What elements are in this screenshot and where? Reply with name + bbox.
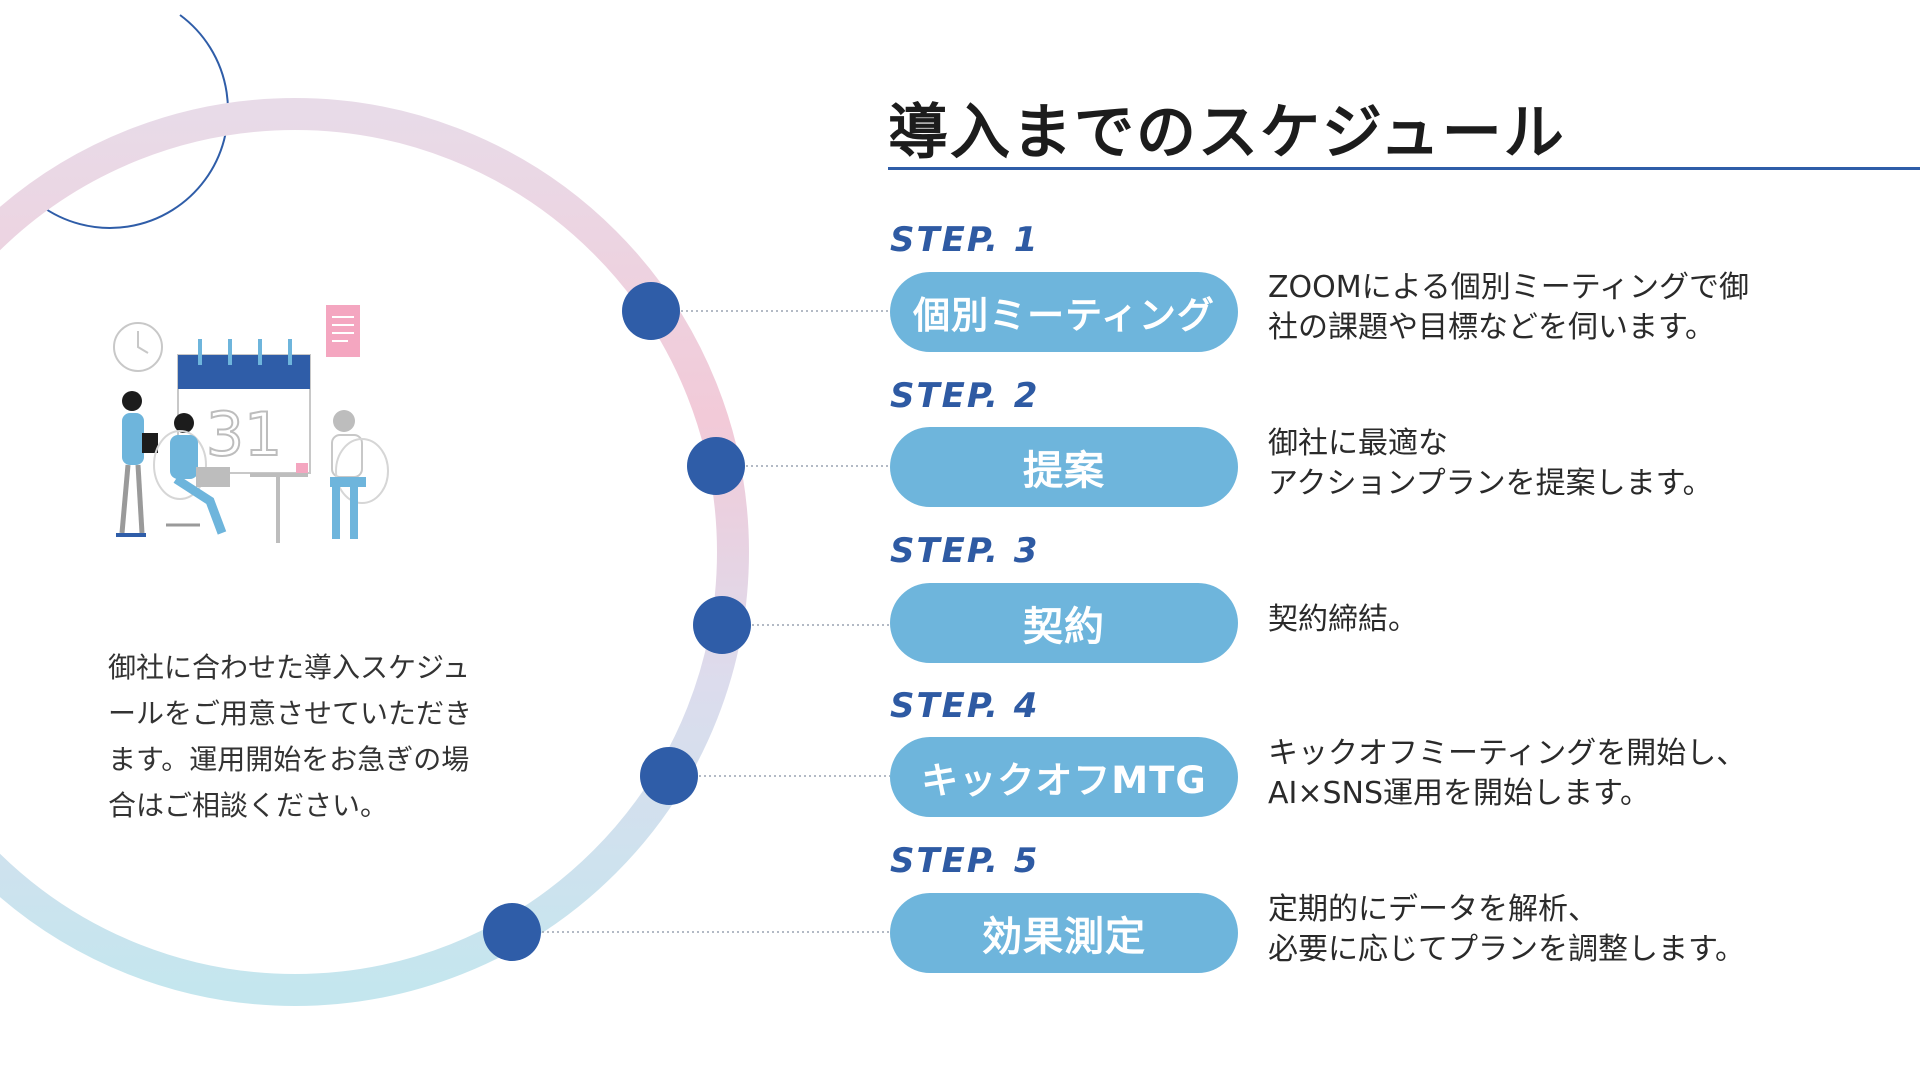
clock-icon: [113, 322, 163, 372]
step-1-label: STEP. 1: [890, 220, 1040, 260]
step-4-description: キックオフミーティングを開始し、 AI×SNS運用を開始します。: [1268, 734, 1828, 814]
person-laptop-icon: [153, 413, 230, 535]
intro-line: 合はご相談ください。: [108, 789, 389, 822]
person-desk-icon: [250, 410, 389, 543]
intro-line: ます。運用開始をお急ぎの場: [108, 743, 470, 776]
description-line: ZOOMによる個別ミーティングで御: [1268, 270, 1749, 305]
step-1-pill: 個別ミーティング: [890, 272, 1238, 352]
description-line: AI×SNS運用を開始します。: [1268, 776, 1651, 811]
decorative-arc: [39, 14, 229, 229]
step-2-description: 御社に最適な アクションプランを提案します。: [1268, 424, 1828, 504]
description-line: 御社に最適な: [1268, 426, 1448, 461]
step-1-dot: [622, 282, 680, 340]
step-2-label: STEP. 2: [890, 376, 1040, 416]
document-icon: [326, 305, 360, 357]
calendar-icon: 31: [177, 339, 311, 474]
description-line: 社の課題や目標などを伺います。: [1268, 310, 1715, 345]
step-3-label: STEP. 3: [890, 531, 1040, 571]
step-5-label: STEP. 5: [890, 841, 1040, 881]
intro-line: ールをご用意させていただき: [108, 697, 473, 730]
timeline-ring: [0, 98, 749, 1006]
step-4-pill: キックオフMTG: [890, 737, 1238, 817]
intro-line: 御社に合わせた導入スケジュ: [108, 651, 471, 684]
page-title: 導入までのスケジュール: [888, 98, 1566, 168]
intro-text: 御社に合わせた導入スケジュ ールをご用意させていただき ます。運用開始をお急ぎの…: [108, 645, 508, 829]
step-4-label: STEP. 4: [890, 686, 1040, 726]
description-line: 必要に応じてプランを調整します。: [1268, 932, 1745, 967]
description-line: キックオフミーティングを開始し、: [1268, 736, 1747, 771]
description-line: 契約締結。: [1268, 602, 1418, 637]
step-2-pill: 提案: [890, 427, 1238, 507]
step-5-dot: [483, 903, 541, 961]
step-4-dot: [640, 747, 698, 805]
step-3-description: 契約締結。: [1268, 600, 1828, 640]
title-underline: [888, 167, 1920, 170]
description-line: アクションプランを提案します。: [1268, 466, 1713, 501]
step-1-description: ZOOMによる個別ミーティングで御 社の課題や目標などを伺います。: [1268, 268, 1828, 348]
person-standing-icon: [116, 391, 158, 537]
step-3-pill: 契約: [890, 583, 1238, 663]
step-2-dot: [687, 437, 745, 495]
calendar-number: 31: [206, 400, 282, 470]
team-meeting-illustration: 31: [113, 305, 389, 543]
description-line: 定期的にデータを解析、: [1268, 892, 1598, 927]
step-5-pill: 効果測定: [890, 893, 1238, 973]
step-5-description: 定期的にデータを解析、 必要に応じてプランを調整します。: [1268, 890, 1828, 970]
step-3-dot: [693, 596, 751, 654]
